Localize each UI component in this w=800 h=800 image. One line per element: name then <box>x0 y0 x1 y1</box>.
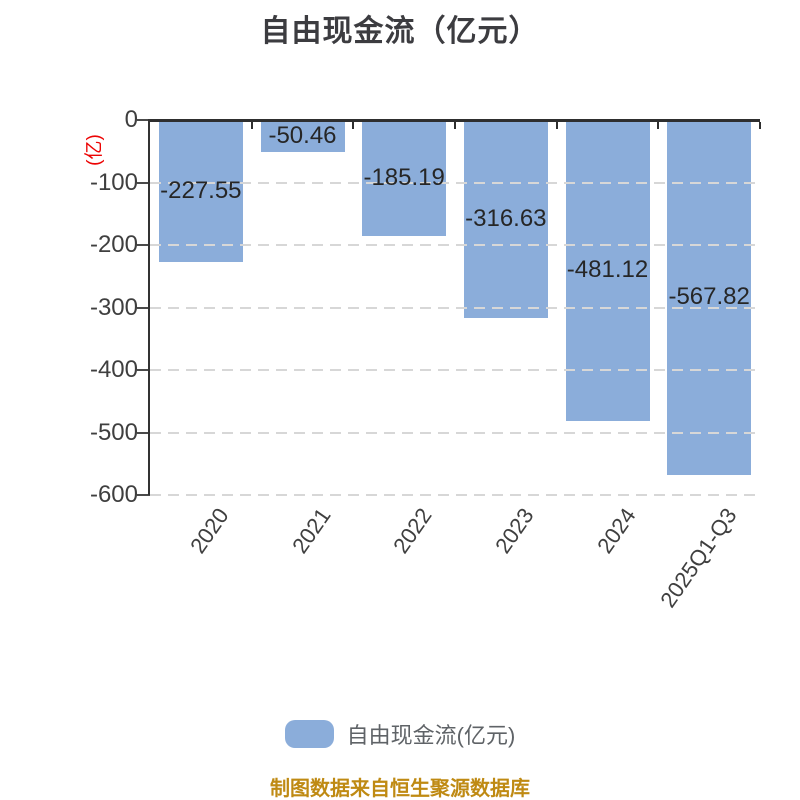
bar-2022[interactable] <box>362 120 447 236</box>
gridline <box>150 244 760 246</box>
legend[interactable]: 自由现金流(亿元) <box>0 718 800 750</box>
bar-value-label: -185.19 <box>363 163 445 191</box>
gridline <box>150 306 760 309</box>
bar-2020[interactable] <box>158 120 243 263</box>
y-axis-tick-label: -500 <box>89 418 138 446</box>
x-axis-tick <box>555 122 558 129</box>
x-axis-tick <box>454 122 456 129</box>
bar-2023[interactable] <box>463 120 548 318</box>
chart-title: 自由现金流（亿元） <box>260 15 540 48</box>
x-axis-label: 2025Q1-Q3 <box>655 503 742 612</box>
y-axis-tick-label: -100 <box>89 168 138 196</box>
bar-value-label: -567.82 <box>668 283 750 311</box>
x-axis-line <box>148 119 760 122</box>
x-axis-label: 2024 <box>591 503 641 558</box>
legend-label: 自由现金流(亿元) <box>346 723 516 748</box>
bar-2021[interactable] <box>260 120 345 152</box>
gridline <box>150 369 760 371</box>
y-axis-tick <box>137 306 150 309</box>
y-axis-tick-label: -400 <box>89 356 138 383</box>
y-axis-tick <box>137 119 150 121</box>
gridline <box>150 494 760 496</box>
x-axis-tick <box>250 122 253 129</box>
y-axis-tick <box>137 369 150 371</box>
y-axis-tick <box>137 244 150 246</box>
x-axis-label: 2020 <box>184 503 234 558</box>
x-axis-label: 2023 <box>489 503 539 558</box>
x-axis-tick <box>759 122 761 129</box>
y-axis-tick-label: -600 <box>89 481 138 508</box>
x-axis-tick <box>657 122 660 129</box>
bar-value-label: -316.63 <box>465 204 547 232</box>
legend-swatch-icon <box>284 720 334 748</box>
bar-value-label: -481.12 <box>566 256 649 284</box>
bar-2025Q1-Q3[interactable] <box>667 120 752 475</box>
x-axis-tick <box>352 122 355 129</box>
y-axis-tick <box>137 494 150 496</box>
x-axis-label: 2021 <box>286 503 336 558</box>
y-axis-tick-label: -200 <box>89 231 138 258</box>
y-axis-tick-label: 0 <box>124 106 138 133</box>
gridline <box>150 181 760 184</box>
y-axis-tick <box>137 181 150 184</box>
gridline <box>150 431 760 434</box>
bar-value-label: -227.55 <box>160 177 242 205</box>
y-axis-tick <box>137 431 150 434</box>
x-axis-label: 2022 <box>388 503 437 558</box>
data-source-note: 制图数据来自恒生聚源数据库 <box>270 778 530 800</box>
y-axis-line <box>148 119 150 495</box>
y-axis-tick-label: -300 <box>89 293 138 321</box>
bar-value-label: -50.46 <box>268 121 337 149</box>
